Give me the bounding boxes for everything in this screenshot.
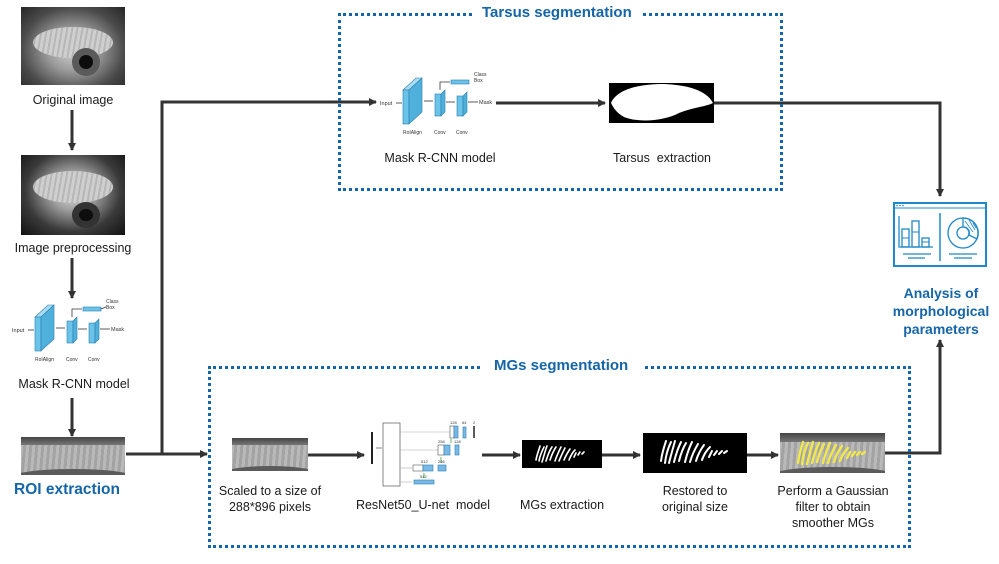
arrow-gaussian-to-analysis [884,339,944,455]
unet-label: ResNet50_U-net model [355,498,491,512]
roi-image [21,437,125,475]
tarsus-model-label: Mask R-CNN model [384,151,496,165]
conv1-layer [66,320,74,344]
scaled-label: Scaled to a size of 288*896 pixels [214,483,326,515]
analysis-line2: morphological [892,303,990,319]
arrow-roi-to-tarsus [160,100,258,454]
resnet50-unet-diagram: 128 64 2 256 128 512 256 512 [371,420,476,487]
gaussian-line2: filter to obtain [795,500,871,514]
svg-text:Conv: Conv [456,130,468,136]
tarsus-mask-image [609,83,714,123]
scaled-roi-image [232,438,308,471]
unet-number: 256 [438,439,445,444]
svg-text:Conv: Conv [434,130,446,136]
unet-number: 2 [473,420,476,425]
analysis-label: Analysis of morphological parameters [882,284,999,338]
original-image-label: Original image [32,93,114,107]
analysis-dashboard-icon [893,202,987,267]
mgs-extraction-image [522,440,602,468]
gaussian-line1: Perform a Gaussian [777,484,889,498]
mgs-segmentation-title: MGs segmentation [480,357,643,374]
gaussian-line3: smoother MGs [792,516,874,530]
mask-text: Mask [111,327,124,333]
unet-number: 256 [438,459,445,464]
scaled-line2: 288*896 pixels [228,500,311,514]
analysis-line1: Analysis of [903,285,979,301]
gaussian-label: Perform a Gaussian filter to obtain smoo… [766,483,900,531]
unet-number: 128 [454,439,461,444]
svg-text:Input: Input [380,101,393,107]
class-box-layer [82,306,102,312]
gaussian-overlay-image [780,433,885,473]
unet-number: 512 [420,474,427,479]
input-text: Input [12,328,25,334]
tarsus-extraction-label: Tarsus extraction [613,151,711,165]
roi-extraction-label: ROI extraction [14,481,120,498]
mask-rcnn-diagram-left: Input Class Box Mask RoIAlign Conv Conv [12,299,124,363]
restored-mask-image [643,433,747,473]
class-text: Class [106,299,119,305]
mask-rcnn-left-label: Mask R-CNN model [18,377,130,391]
unet-number: 128 [450,420,457,425]
mgs-extraction-label: MGs extraction [519,498,605,512]
analysis-line3: parameters [903,321,979,337]
svg-text:Box: Box [474,78,483,84]
preprocessing-label: Image preprocessing [14,241,132,255]
conv1-text: Conv [66,357,78,363]
roialign-text: RoIAlign [35,357,54,363]
mask-rcnn-diagram-tarsus: Input Class Box Mask RoIAlign Conv Conv [380,72,492,136]
svg-text:Class: Class [474,72,487,78]
restored-label: Restored to original size [636,483,754,515]
scaled-line1: Scaled to a size of [218,484,322,498]
svg-text:Mask: Mask [479,100,492,106]
unet-number: 64 [462,420,467,425]
restored-line2: original size [661,500,728,514]
unet-number: 512 [421,459,428,464]
conv2-layer [88,322,96,344]
original-image [21,7,125,85]
svg-text:RoIAlign: RoIAlign [403,130,422,136]
resnet50-encoder-block [382,422,401,487]
arrow-tarsus-to-analysis [714,101,944,197]
preprocessed-image [21,155,125,235]
conv2-text: Conv [88,357,100,363]
box-text: Box [106,305,115,311]
tarsus-segmentation-title: Tarsus segmentation [472,4,642,21]
restored-line1: Restored to [662,484,728,498]
